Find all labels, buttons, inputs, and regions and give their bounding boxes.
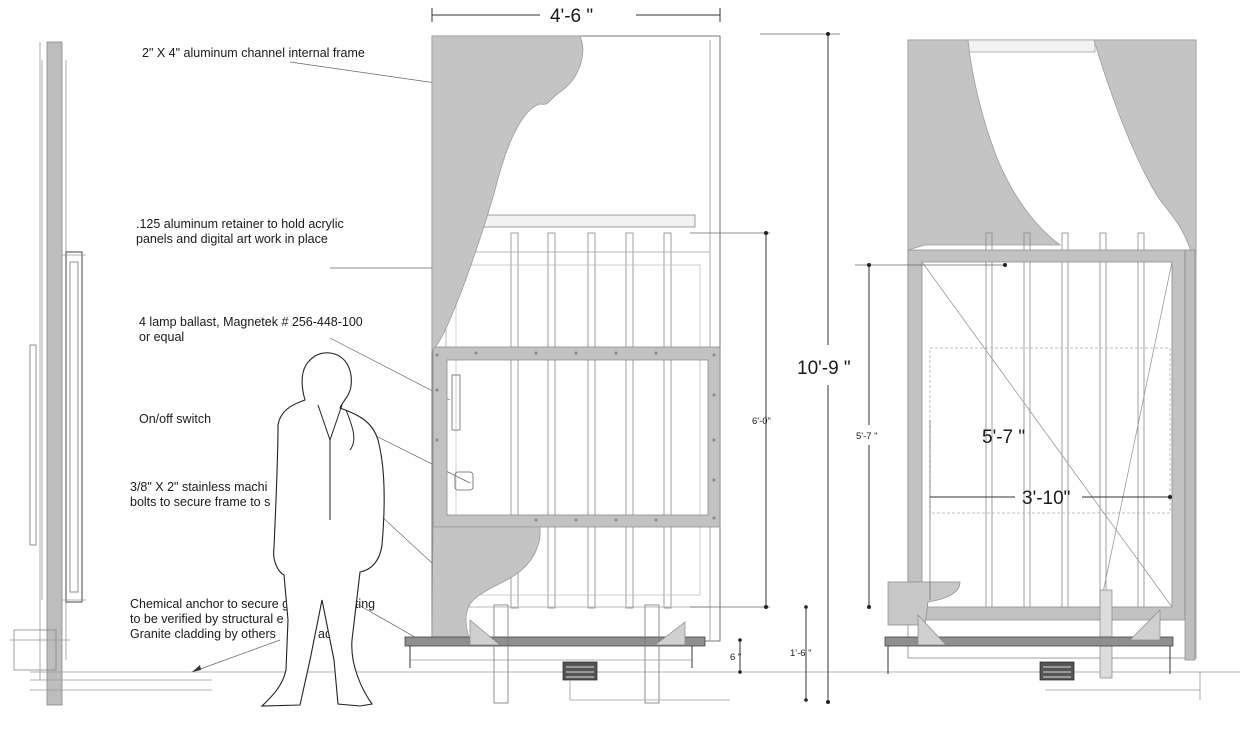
right-frame — [907, 249, 1186, 621]
right-elevation: 5'-7 " 5'-7 " 3'-10" — [855, 39, 1201, 700]
dim-panel-width-right: 3'-10" — [1022, 488, 1070, 509]
dim-width-top: 4'-6 " — [550, 6, 593, 27]
dim-panel-height-right-small: 5'-7 " — [856, 431, 878, 442]
note-anchor: Chemical anchor to secure g to be verifi… — [130, 597, 293, 641]
side-section — [10, 41, 1240, 706]
leader-anchor — [349, 599, 421, 641]
leader-cladding — [191, 639, 281, 673]
person-silhouette — [260, 352, 385, 707]
leader-ballast — [329, 337, 451, 401]
right-lamp-tubes — [985, 232, 1145, 614]
right-drape-right — [1093, 39, 1197, 256]
switch-box — [454, 471, 474, 491]
lamp-tubes — [510, 232, 672, 609]
note-switch: On/off switch — [139, 412, 211, 426]
dim-base-left: 6 " — [730, 652, 741, 663]
note-retainer: .125 aluminum retainer to hold acrylic p… — [136, 217, 347, 246]
dim-panel-height-right: 5'-7 " — [982, 427, 1025, 448]
front-base — [404, 604, 730, 704]
arrowhead-icon — [192, 665, 201, 672]
right-drape-left — [907, 39, 1062, 251]
retainer-frame — [432, 346, 721, 528]
note-ballast: 4 lamp ballast, Magnetek # 256-448-100 o… — [139, 315, 366, 344]
ballast-box — [451, 374, 461, 431]
dim-panel-height-left: 6'-0" — [752, 416, 771, 427]
note-frame: 2" X 4" aluminum channel internal frame — [142, 46, 365, 60]
dim-overall-height: 10'-9 " — [797, 358, 851, 379]
left-drape — [431, 35, 584, 351]
dim-base-height: 1'-6 " — [790, 648, 812, 659]
note-bolts: 3/8" X 2" stainless machi bolts to secur… — [130, 480, 271, 509]
lower-drape — [431, 526, 541, 645]
front-elevation: 4'-6 " — [404, 6, 851, 704]
